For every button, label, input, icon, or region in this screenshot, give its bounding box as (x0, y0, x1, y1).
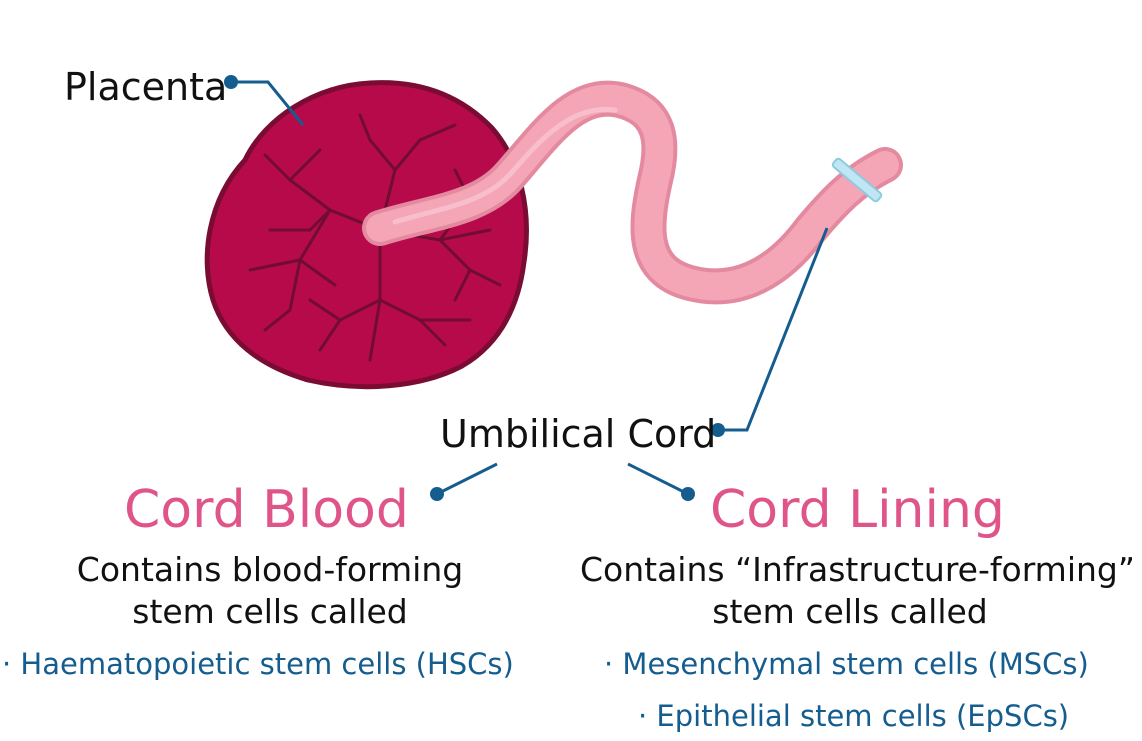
placenta-label: Placenta (64, 65, 228, 109)
cord-lining-description: Contains “Infrastructure-forming” stem c… (580, 549, 1135, 633)
cord-lining-description-line2: stem cells called (712, 592, 988, 631)
cord-blood-description-line2: stem cells called (132, 592, 408, 631)
cord-lining-title: Cord Lining (710, 480, 1005, 540)
leader-dots (224, 75, 725, 501)
cord-lining-cell-item: · Mesenchymal stem cells (MSCs) (604, 647, 1089, 681)
leader-lines (231, 80, 829, 496)
umbilical-cord-illustration (362, 80, 903, 305)
cord-blood-cell-item: · Haematopoietic stem cells (HSCs) (2, 647, 514, 681)
cord-lining-description-line1: Contains “Infrastructure-forming” (580, 550, 1135, 589)
cord-clamp-icon (831, 157, 883, 203)
cord-blood-title: Cord Blood (124, 480, 409, 540)
umbilical-cord-label: Umbilical Cord (440, 412, 717, 456)
cord-lining-cell-item: · Epithelial stem cells (EpSCs) (638, 699, 1070, 733)
cord-blood-description-line1: Contains blood-forming (76, 550, 464, 589)
cord-blood-description: Contains blood-forming stem cells called (70, 549, 470, 633)
